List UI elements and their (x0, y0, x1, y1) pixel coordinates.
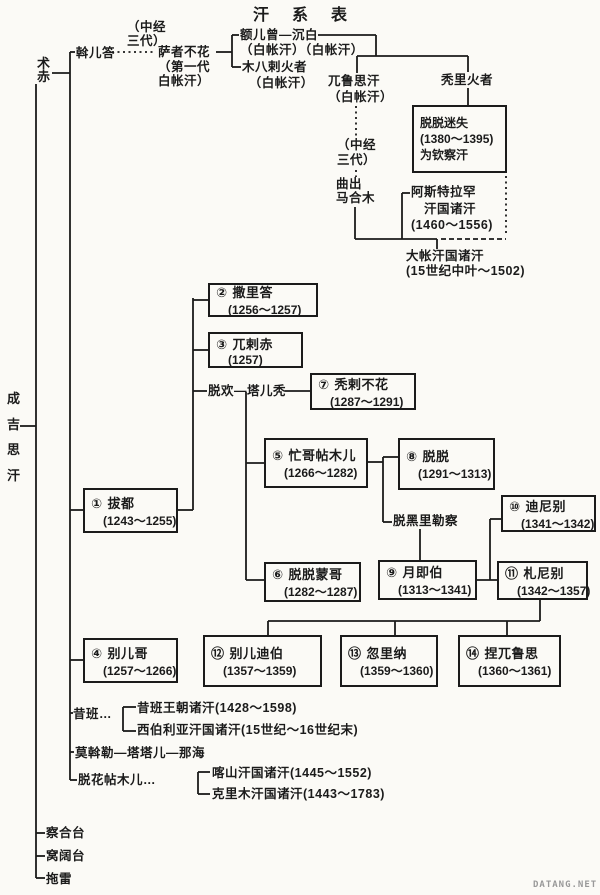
page-title: 汗系表 (253, 7, 371, 24)
khan-years: (1357～1359) (223, 664, 297, 678)
khan-box-berdi-beg: ⑫ 别儿迪伯 (1357～1359) (203, 635, 322, 687)
khan-number: ② (216, 285, 228, 300)
khan-number: ⑨ (386, 565, 398, 580)
khan-number: ① (91, 495, 103, 511)
khan-years: (1341～1342) (521, 516, 595, 531)
khan-box-toqta: ⑧ 脱脱 (1291～1313) (398, 438, 495, 490)
khan-name: 札尼别 (523, 565, 565, 581)
node-tuqa-timur: 脱花帖木儿… (78, 773, 157, 787)
khan-name: 捏兀鲁思 (484, 646, 539, 661)
node-tuli-khoja: 秃里火者 (441, 73, 494, 87)
node-mubarak-khoja: 木八剌火者 （白帐汗） (242, 60, 314, 90)
khan-years: (1313～1341) (398, 583, 472, 597)
khan-years: (1287～1291) (330, 394, 404, 409)
khan-number: ⑬ (348, 646, 362, 661)
node-orda: 斡儿答 (76, 46, 116, 60)
node-tolui: 拖雷 (46, 872, 73, 886)
note-three-generations-mid: （中经 三代） (337, 138, 377, 167)
khan-name: 秃剌不花 (334, 376, 389, 392)
node-moal-tatar-nogai: 莫斡勒—塔塔儿—那海 (75, 746, 206, 760)
khan-number: ⑪ (505, 565, 519, 581)
khan-box-uzbeg: ⑨ 月即伯 (1313～1341) (378, 560, 477, 600)
khan-number: ③ (216, 336, 228, 352)
node-ogedei: 窝阔台 (46, 849, 86, 863)
khan-name: 兀剌赤 (232, 336, 274, 352)
node-qutchu-mahmud: 曲出 马合木 (336, 177, 376, 205)
khan-box-sartaq: ② 撒里答 (1256～1257) (208, 283, 318, 317)
khan-years: (1360～1361) (478, 664, 552, 678)
khan-box-mengu-timur: ⑤ 忙哥帖木儿 (1266～1282) (264, 438, 368, 488)
node-jochi: 术赤 (37, 56, 51, 84)
khan-years: (1291～1313) (418, 467, 492, 481)
khan-years: (1243～1255) (103, 513, 177, 528)
khan-name: 忙哥帖木儿 (288, 448, 357, 463)
khan-name: 忽里纳 (366, 646, 408, 661)
khan-name: 脱脱 (422, 449, 450, 464)
khan-years: (1257～1266) (103, 663, 177, 678)
khan-name: 月即伯 (402, 565, 444, 580)
node-erzen-chimpay: 额儿曾—沉白 （白帐汗）（白帐汗） (240, 28, 364, 57)
node-chagatai: 察合台 (46, 826, 86, 840)
node-siberia-khanate-khans: 西伯利亚汗国诸汗(15世纪～16世纪末) (137, 723, 359, 737)
khan-years: (1342～1357) (517, 583, 591, 598)
khan-name: 别儿哥 (107, 645, 149, 661)
watermark: DATANG.NET (533, 880, 598, 890)
khan-box-tokhtamysh: 脱脱迷失 (1380～1395) 为钦察汗 (412, 105, 507, 173)
khan-name: 别儿迪伯 (229, 646, 284, 661)
khan-years: (1266～1282) (284, 466, 358, 480)
khan-number: ④ (91, 645, 103, 661)
node-toqan-tartu: 脱欢—塔儿秃 (208, 384, 287, 398)
node-sasi-buqa: 萨者不花 （第一代 白帐汗） (158, 45, 211, 88)
khan-number: ⑧ (406, 449, 418, 464)
node-toghrilcha: 脱黑里勒察 (393, 514, 459, 528)
khan-name: 撒里答 (232, 285, 274, 300)
khan-years: (1359～1360) (360, 664, 434, 678)
khan-name: 迪尼别 (525, 498, 567, 514)
khan-number: ⑩ (509, 498, 521, 514)
khan-box-qulna: ⑬ 忽里纳 (1359～1360) (340, 635, 438, 687)
khan-years: (1380～1395) (420, 132, 494, 146)
khan-number: ⑦ (318, 376, 330, 392)
khan-name: 脱脱蒙哥 (288, 567, 343, 582)
khan-name: 脱脱迷失 (420, 116, 469, 130)
khan-number: ⑭ (466, 646, 480, 661)
node-kazan-khanate-khans: 喀山汗国诸汗(1445～1552) (212, 766, 372, 780)
node-urus-khan: 兀鲁思汗 （白帐汗） (328, 74, 394, 104)
khan-note: 为钦察汗 (420, 148, 469, 162)
khan-number: ⑫ (211, 646, 225, 661)
khan-number: ⑤ (272, 448, 284, 463)
note-three-generations-top: （中经 三代） (127, 20, 167, 48)
khan-number: ⑥ (272, 567, 284, 582)
node-crimea-khanate-khans: 克里木汗国诸汗(1443～1783) (212, 787, 385, 801)
khan-years: (1257) (228, 352, 263, 367)
node-astrakhan-khans: 阿斯特拉罕 汗国诸汗 (1460～1556) (411, 185, 493, 232)
node-great-horde-khans: 大帐汗国诸汗 (15世纪中叶～1502) (406, 249, 526, 278)
khan-years: (1282～1287) (284, 585, 358, 599)
node-shiban-dynasty-khans: 昔班王朝诸汗(1428～1598) (137, 701, 297, 715)
node-genghis-khan: 成吉思汗 (7, 391, 21, 483)
khan-box-nawruz: ⑭ 捏兀鲁思 (1360～1361) (458, 635, 561, 687)
khan-years: (1256～1257) (228, 303, 302, 317)
node-shiban: 昔班… (73, 707, 113, 721)
khan-box-tode-mongke: ⑥ 脱脱蒙哥 (1282～1287) (264, 562, 361, 602)
khan-name: 拔都 (107, 495, 135, 511)
